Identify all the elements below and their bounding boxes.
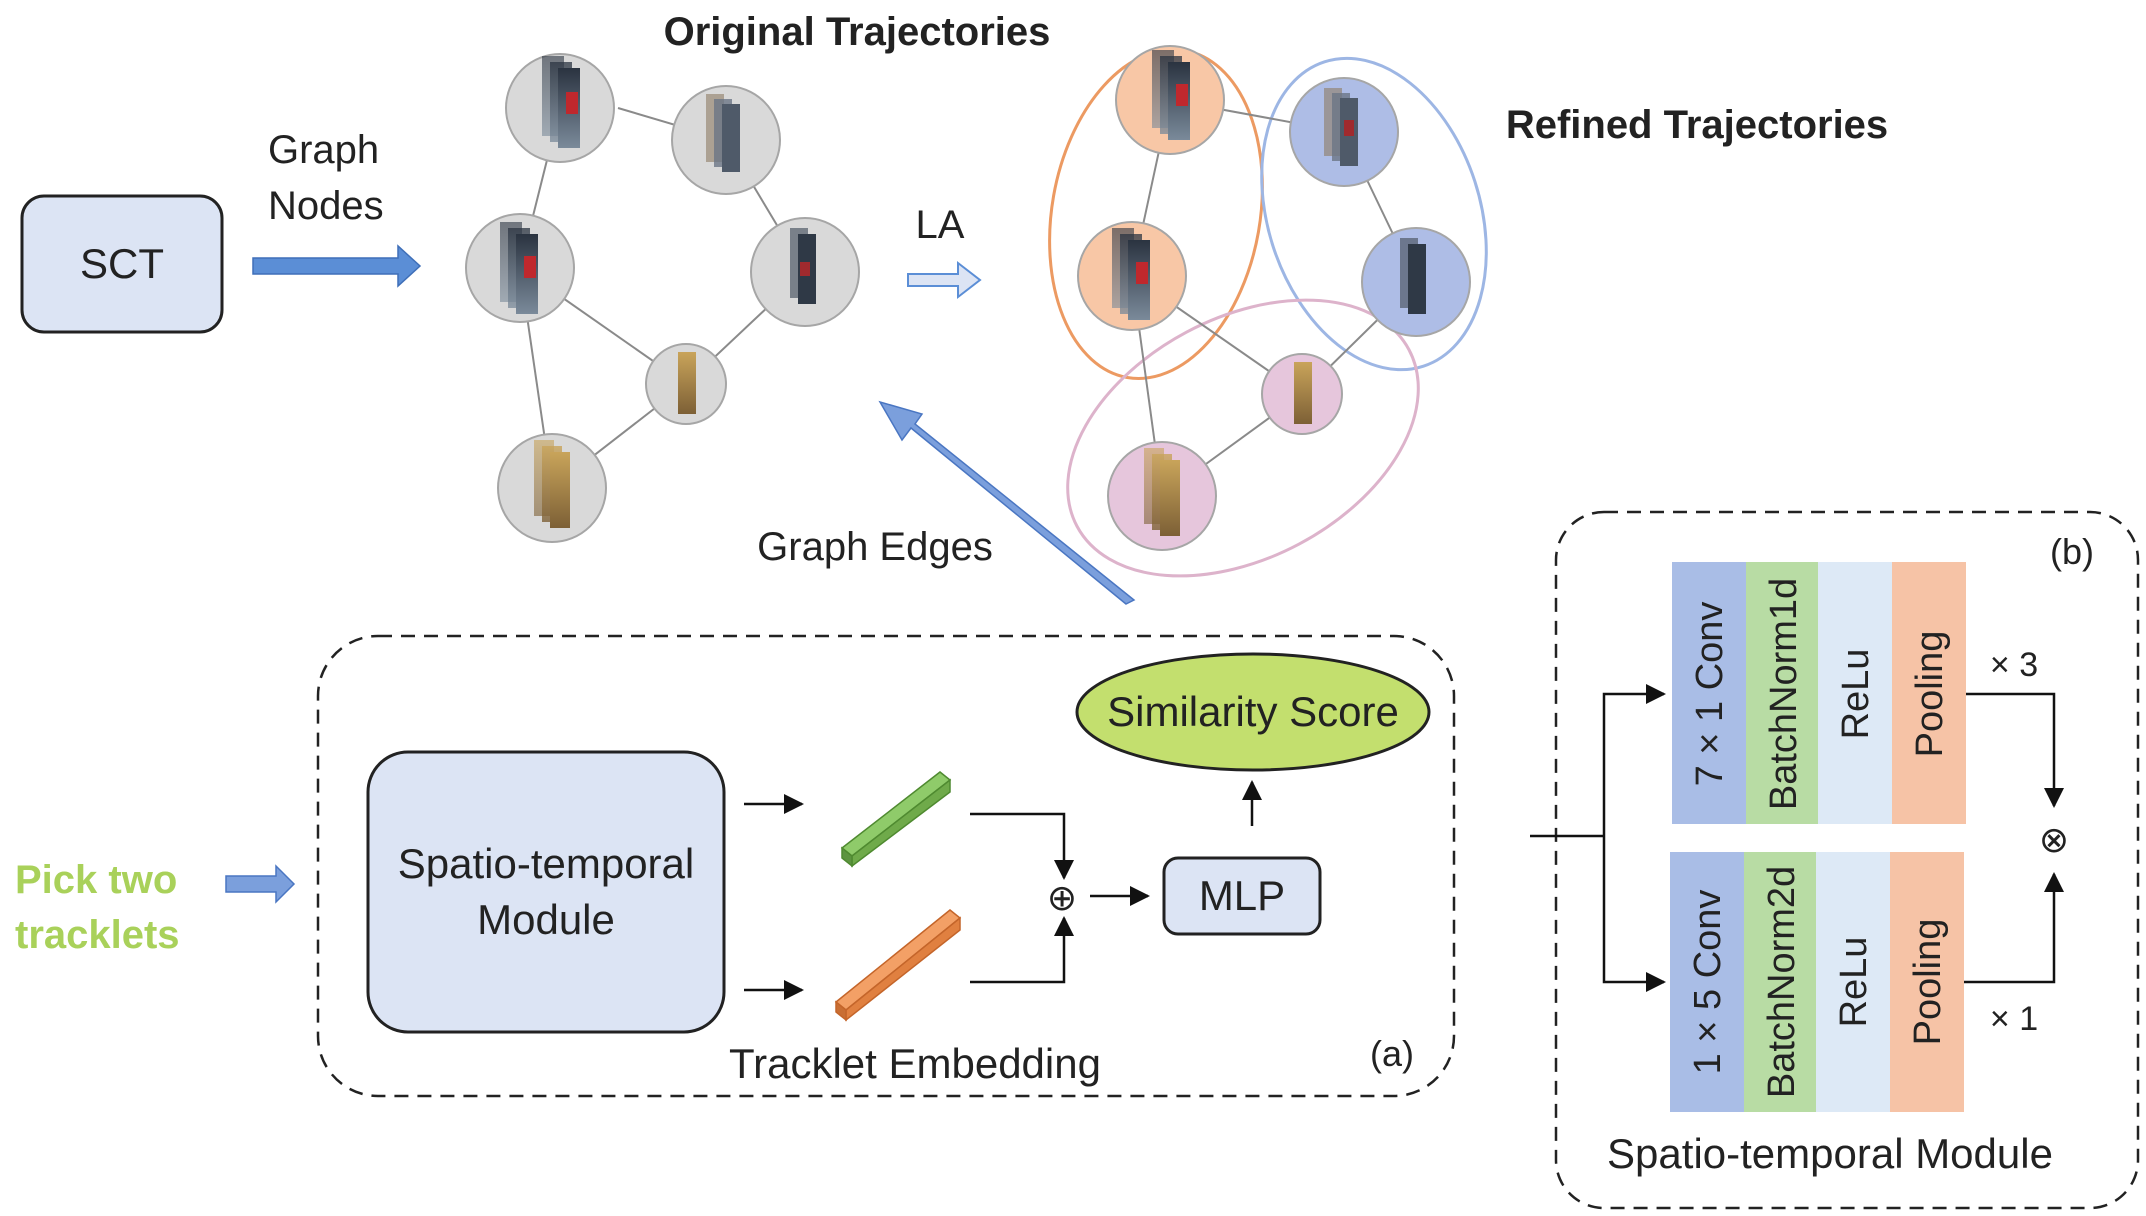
arrow-to-bottom-row (1602, 836, 1666, 992)
module-label-2: Module (477, 896, 615, 943)
sct-block: SCT (20, 194, 224, 334)
panel-a: Spatio-temporal Module ⊕ MLP Similarity … (316, 634, 1456, 1098)
person-dark-stack (790, 228, 816, 304)
panel-b: (b) 7 × 1 Conv BatchNorm1d ReLu Pooling … (1530, 510, 2140, 1210)
bottom-bn-label: BatchNorm2d (1761, 866, 1803, 1098)
arrow-orange-to-plus (970, 916, 1074, 984)
refined-graph-nodes (1077, 45, 1471, 551)
refined-trajectories-title: Refined Trajectories (1506, 103, 1888, 147)
original-graph (465, 53, 860, 543)
person-gold-small (678, 352, 696, 414)
bottom-relu-block (1816, 852, 1890, 1112)
orange-embedding-bar (834, 909, 962, 1022)
person-grey-stack (706, 94, 740, 172)
top-relu-label: ReLu (1835, 649, 1877, 740)
graph-edges-label: Graph Edges (757, 525, 993, 569)
mlp-label: MLP (1199, 872, 1285, 919)
bottom-row-blocks: 1 × 5 Conv BatchNorm2d ReLu Pooling (1670, 852, 1964, 1112)
plus-symbol: ⊕ (1047, 877, 1077, 918)
bottom-relu-label: ReLu (1833, 937, 1875, 1028)
person-gold-stack (534, 440, 570, 528)
tracklet-embedding-label: Tracklet Embedding (729, 1040, 1101, 1087)
spatio-temporal-module-block (366, 750, 726, 1034)
pick-two-label-1: Pick two (15, 858, 177, 902)
cluster-pink-ellipse (1066, 298, 1420, 578)
graph-nodes-label-2: Nodes (268, 184, 384, 228)
refined-graph (1048, 45, 1488, 578)
original-trajectories-title: Original Trajectories (664, 10, 1051, 54)
top-pool-label: Pooling (1909, 631, 1951, 758)
panel-b-tag: (b) (2050, 531, 2094, 572)
mlp-block (1162, 856, 1322, 936)
repeat-bottom-label: × 1 (1990, 1000, 2038, 1038)
la-arrow (907, 260, 982, 300)
arrow-to-top-row (1602, 684, 1666, 836)
multiply-symbol: ⊗ (2039, 819, 2069, 860)
similarity-score-label: Similarity Score (1107, 688, 1399, 735)
sct-label: SCT (80, 240, 164, 287)
green-embedding-bar (840, 771, 952, 868)
graph-nodes-arrow (252, 244, 422, 288)
top-bn-label: BatchNorm1d (1763, 578, 1805, 810)
pick-arrow (225, 864, 296, 904)
repeat-top-label: × 3 (1990, 646, 2038, 684)
top-conv-block (1672, 562, 1746, 824)
similarity-score-ellipse (1075, 652, 1431, 772)
bottom-bn-block (1744, 852, 1816, 1112)
top-row-blocks: 7 × 1 Conv BatchNorm1d ReLu Pooling (1672, 562, 1966, 824)
arrow-bottom-to-multiply (1964, 872, 2064, 984)
top-pool-block (1892, 562, 1966, 824)
bottom-pool-label: Pooling (1907, 919, 1949, 1046)
arrow-green-to-plus (970, 812, 1074, 880)
graph-edges-arrow (878, 400, 1136, 605)
arrow-top-to-multiply (1966, 692, 2064, 808)
top-conv-label: 7 × 1 Conv (1689, 602, 1731, 787)
bottom-conv-block (1670, 852, 1744, 1112)
module-label-1: Spatio-temporal (398, 840, 694, 887)
person-red-stack-2 (500, 222, 538, 314)
cluster-blue-ellipse (1260, 56, 1488, 372)
bottom-pool-block (1890, 852, 1964, 1112)
la-label: LA (916, 203, 965, 247)
top-bn-block (1746, 562, 1818, 824)
graph-nodes-label-1: Graph (268, 128, 379, 172)
panel-a-tag: (a) (1370, 1033, 1414, 1074)
bottom-conv-label: 1 × 5 Conv (1687, 890, 1729, 1075)
panel-b-caption: Spatio-temporal Module (1607, 1130, 2053, 1177)
pick-two-label-2: tracklets (15, 913, 180, 957)
top-relu-block (1818, 562, 1892, 824)
original-graph-nodes (465, 53, 860, 543)
person-red-stack-1 (542, 56, 580, 148)
